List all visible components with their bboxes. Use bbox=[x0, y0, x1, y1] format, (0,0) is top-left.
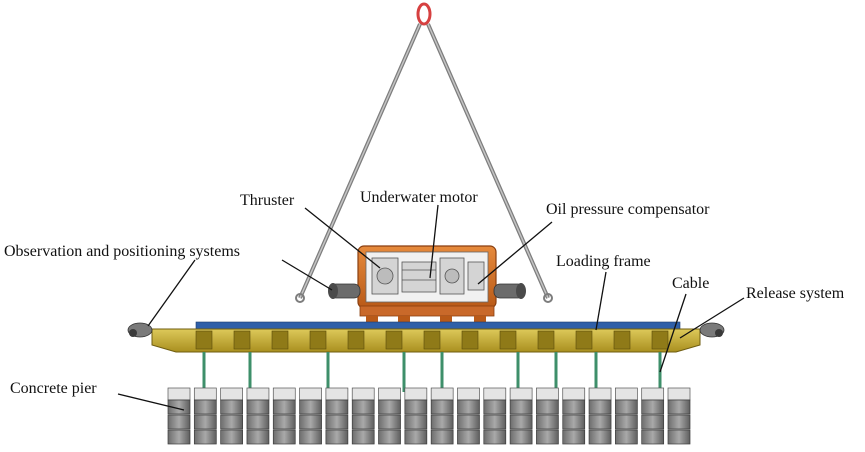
concrete-pier bbox=[299, 387, 322, 445]
right-observation-device bbox=[699, 322, 725, 338]
concrete-pier bbox=[536, 387, 559, 445]
release-system-leader bbox=[679, 297, 745, 339]
left-sling-inner bbox=[299, 23, 421, 299]
oil-pressure-compensator-label: Oil pressure compensator bbox=[546, 201, 710, 218]
oil-compensator-leader bbox=[477, 221, 553, 285]
right-sling-inner bbox=[427, 23, 549, 299]
right-sling-eye bbox=[543, 293, 553, 303]
concrete-pier bbox=[404, 387, 428, 445]
release-system-label: Release system bbox=[746, 285, 845, 302]
concrete-pier bbox=[351, 387, 375, 445]
housing-feet bbox=[366, 316, 486, 322]
concrete-pier bbox=[430, 387, 454, 445]
labels: Thruster Underwater motor Oil pressure c… bbox=[4, 189, 845, 397]
observation-leader-2 bbox=[281, 259, 333, 291]
observation-leader bbox=[147, 259, 196, 327]
thruster-leader bbox=[304, 207, 381, 269]
concrete-pier bbox=[167, 387, 191, 445]
leader-lines bbox=[117, 204, 745, 411]
underwater-motor-leader bbox=[429, 204, 439, 279]
cable-label: Cable bbox=[672, 275, 709, 292]
concrete-pier bbox=[325, 387, 349, 445]
thruster-label: Thruster bbox=[240, 192, 295, 209]
concrete-pier bbox=[562, 387, 586, 445]
left-thruster bbox=[328, 283, 361, 299]
motor-housing bbox=[357, 245, 497, 322]
loading-frame-leader bbox=[595, 271, 607, 331]
concrete-pier bbox=[193, 387, 217, 445]
cables bbox=[202, 352, 662, 392]
loading-frame-label: Loading frame bbox=[556, 253, 651, 270]
concrete-pier-leader bbox=[117, 393, 185, 411]
concrete-pier bbox=[483, 387, 507, 445]
concrete-pier bbox=[378, 387, 401, 445]
concrete-pier bbox=[272, 387, 296, 445]
concrete-pier bbox=[246, 387, 270, 445]
left-sling-eye bbox=[295, 293, 305, 303]
concrete-pier bbox=[509, 387, 533, 445]
concrete-pier bbox=[667, 387, 691, 445]
underwater-motor-label: Underwater motor bbox=[360, 189, 478, 206]
housing-base bbox=[359, 305, 495, 317]
concrete-pier-label: Concrete pier bbox=[10, 380, 97, 397]
frame-top-rail bbox=[195, 321, 681, 330]
concrete-pier bbox=[615, 387, 638, 445]
cable-leader bbox=[659, 293, 687, 373]
concrete-pier bbox=[220, 387, 243, 445]
loading-frame bbox=[151, 321, 701, 353]
frame-brackets bbox=[195, 330, 669, 350]
concrete-pier bbox=[588, 387, 612, 445]
lifting-hook bbox=[416, 2, 432, 26]
left-observation-device bbox=[127, 322, 153, 338]
concrete-piers bbox=[167, 387, 691, 445]
concrete-pier bbox=[641, 387, 665, 445]
motor-internals bbox=[371, 257, 485, 295]
observation-positioning-label: Observation and positioning systems bbox=[4, 243, 240, 260]
lifting-rig bbox=[295, 2, 553, 303]
concrete-pier bbox=[457, 387, 480, 445]
right-thruster bbox=[493, 283, 526, 299]
